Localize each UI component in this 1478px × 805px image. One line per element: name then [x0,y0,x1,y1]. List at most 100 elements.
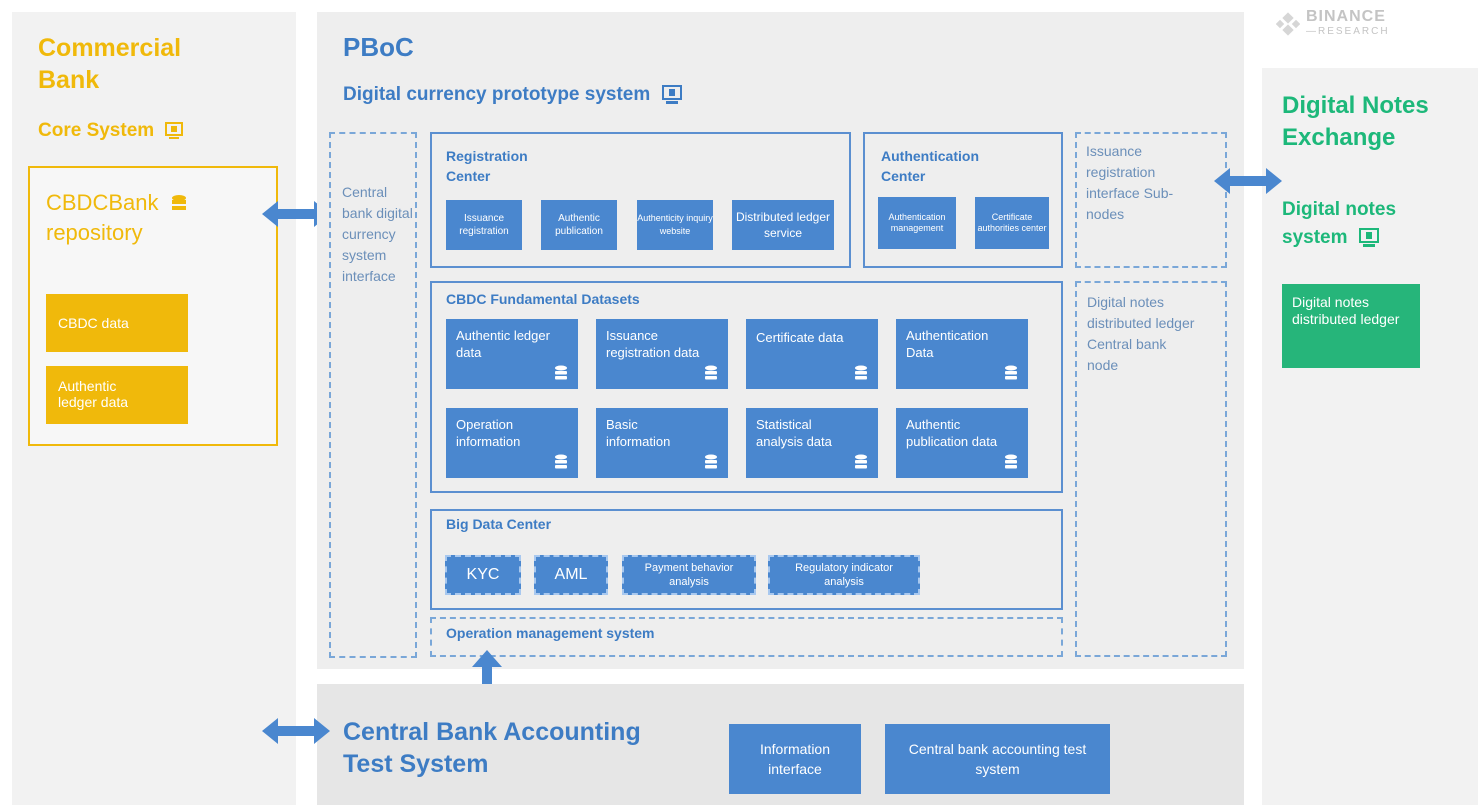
distributed-ledger-service-label: Distributed ledger service [735,210,831,240]
certificate-authorities-label: Certificate authorities center [977,212,1047,233]
authentication-center-title: Authentication Center [881,148,979,184]
notes-ledger-column [1075,281,1227,657]
core-system-label: Core System [38,120,184,142]
distributed-ledger-service-box: Distributed ledger service [732,200,834,250]
authentication-management-box: Authentication management [878,197,956,249]
digital-notes-title-line2: Exchange [1282,124,1396,151]
authentic-ledger-data-label: Authentic ledger data [456,328,550,360]
digital-notes-ledger-label: Digital notes distributed ledger [1292,294,1400,327]
issuance-registration-data-label: Issuance registration data [606,328,700,360]
accounting-test-system-box: Central bank accounting test system [885,724,1110,794]
authentication-center [863,132,1063,268]
certificate-data-label: Certificate data [756,330,844,345]
accounting-title-line1: Central Bank Accounting [343,718,641,746]
digital-notes-panel [1262,68,1478,805]
prototype-system-subtitle: Digital currency prototype system [343,84,682,106]
digital-notes-system-label: Digital notes system [1282,196,1396,252]
payment-behavior-label: Payment behavior analysis [644,562,734,588]
core-system-text: Core System [38,120,155,141]
monitor-icon [1358,227,1379,247]
authentication-data-label: Authentication Data [906,328,989,360]
authentic-ledger-data-label: Authentic ledger data [58,378,129,410]
commercial-bank-title-line2: Bank [38,66,100,94]
operation-information-box: Operation information [446,408,578,478]
database-icon [705,365,717,380]
operation-management-title: Operation management system [446,625,655,641]
digital-notes-exchange-title: Digital Notes Exchange [1282,90,1429,154]
repository-title-line2: repository [46,220,143,245]
issuance-interface-column [1075,132,1227,268]
pboc-title: PBoC [343,32,414,62]
big-data-title: Big Data Center [446,516,552,532]
prototype-system-text: Digital currency prototype system [343,84,651,105]
kyc-box: KYC [445,555,521,595]
double-arrow-icon [262,201,330,227]
cbdc-fundamental-datasets [430,281,1063,493]
issuance-registration-label: Issuance registration [459,213,509,237]
authenticity-inquiry-box: Authenticity inquiry website [637,200,713,250]
statistical-analysis-data-box: Statistical analysis data [746,408,878,478]
information-interface-box: Information interface [729,724,861,794]
commercial-bank-title-line1: Commercial [38,34,182,62]
payment-behavior-box: Payment behavior analysis [622,555,756,595]
authentic-ledger-data-box: Authentic ledger data [446,319,578,389]
basic-information-label: Basic information [606,417,671,449]
authentication-management-label: Authentication management [888,212,946,233]
logo-name: BINANCE [1306,8,1386,25]
information-interface-label: Information interface [759,741,831,777]
basic-information-box: Basic information [596,408,728,478]
database-icon [171,195,186,211]
cbdc-data-box: CBDC data [46,294,188,352]
authentic-publication-box: Authentic publication [541,200,617,250]
aml-label: AML [554,566,588,583]
database-icon [705,454,717,469]
regulatory-indicator-label: Regulatory indicator analysis [795,562,893,588]
repository-title: CBDCBank repository [46,188,187,248]
interface-text: Central bank digital currency system int… [342,184,413,284]
authentic-publication-data-box: Authentic publication data [896,408,1028,478]
database-icon [1005,454,1017,469]
issuance-registration-data-box: Issuance registration data [596,319,728,389]
statistical-analysis-data-label: Statistical analysis data [756,417,832,449]
registration-center-title: Registration Center [446,148,528,184]
double-arrow-icon [262,718,330,744]
kyc-label: KYC [466,566,500,583]
issuance-interface-text: Issuance registration interface Sub-node… [1086,143,1174,222]
commercial-bank-title: Commercial Bank [38,32,181,96]
database-icon [855,365,867,380]
logo-sub: —RESEARCH [1306,26,1390,37]
operation-information-label: Operation information [456,417,521,449]
authentic-ledger-data-box: Authentic ledger data [46,366,188,424]
operation-management-system [430,617,1063,657]
database-icon [1005,365,1017,380]
datasets-title: CBDC Fundamental Datasets [446,291,640,307]
certificate-data-box: Certificate data [746,319,878,389]
accounting-test-system-label: Central bank accounting test system [908,741,1087,777]
aml-box: AML [534,555,608,595]
cbdc-data-label: CBDC data [58,315,129,331]
digital-notes-system-line2: system [1282,227,1348,248]
accounting-title: Central Bank Accounting Test System [343,716,641,780]
certificate-authorities-box: Certificate authorities center [975,197,1049,249]
database-icon [555,454,567,469]
digital-notes-ledger-box: Digital notes distributed ledger [1282,284,1420,368]
big-data-center [430,509,1063,610]
monitor-icon [165,121,184,139]
monitor-icon [661,84,682,104]
double-arrow-icon [1214,168,1282,194]
authenticity-inquiry-label: Authenticity inquiry website [637,213,713,236]
accounting-title-line2: Test System [343,750,489,778]
issuance-registration-box: Issuance registration [446,200,522,250]
authentication-data-box: Authentication Data [896,319,1028,389]
interface-column [329,132,417,658]
notes-ledger-text: Digital notes distributed ledger Central… [1087,294,1195,373]
database-icon [555,365,567,380]
repository-title-line1: CBDCBank [46,190,159,215]
registration-center [430,132,851,268]
authentic-publication-data-label: Authentic publication data [906,417,998,449]
regulatory-indicator-box: Regulatory indicator analysis [768,555,920,595]
database-icon [855,454,867,469]
binance-diamond-icon [1276,12,1300,36]
digital-notes-system-line1: Digital notes [1282,199,1397,220]
digital-notes-title-line1: Digital Notes [1282,92,1429,119]
